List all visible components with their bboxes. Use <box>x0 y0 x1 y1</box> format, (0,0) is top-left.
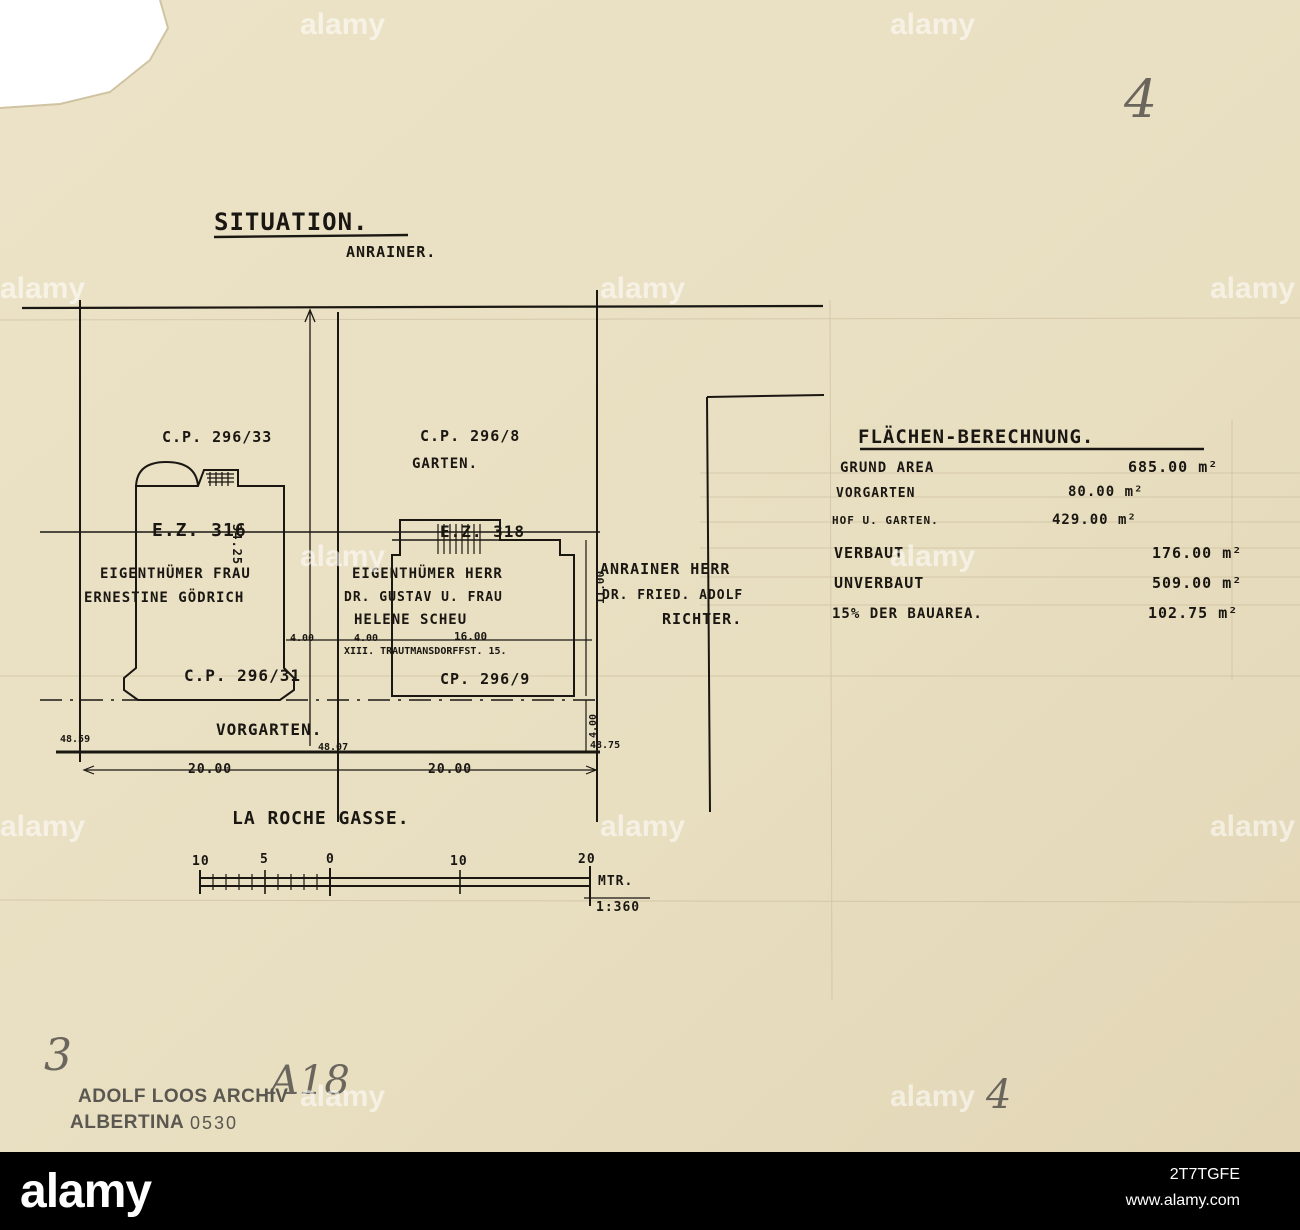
area-row-label-5: 15% DER BAUAREA. <box>832 606 983 622</box>
watermark: alamy <box>300 1080 386 1113</box>
watermark: alamy <box>1210 272 1296 305</box>
neighbor-line1: ANRAINER HERR <box>600 560 731 578</box>
pencil-mark: 3 <box>44 1030 72 1081</box>
watermark: alamy <box>0 272 86 305</box>
dim-frontage-mid: 20.00 <box>428 762 473 777</box>
parcel-left-owner-line2: ERNESTINE GÖDRICH <box>84 590 245 606</box>
neighbor-line2: DR. FRIED. ADOLF <box>602 588 744 603</box>
site-plan-drawing <box>0 0 1300 1152</box>
dim-side-left: 4.00 <box>290 633 315 644</box>
plan-title: SITUATION. <box>214 208 369 236</box>
watermark: alamy <box>600 272 686 305</box>
area-row-value-0: 685.00 m² <box>1128 458 1219 476</box>
page-number-bottom: 4 <box>986 1072 1012 1118</box>
footer-logo: alamy <box>20 1165 152 1218</box>
guide-lines <box>0 299 1300 1001</box>
watermark: alamy <box>0 810 86 843</box>
pencil-reference: A18 <box>270 1058 350 1104</box>
plan-subtitle: ANRAINER. <box>346 243 437 261</box>
watermark: alamy <box>890 1080 976 1113</box>
parcel-mid-garden: GARTEN. <box>412 456 479 472</box>
parcel-left-ez: E.Z. 316 <box>152 520 247 541</box>
footer-url[interactable]: www.alamy.com <box>1125 1192 1240 1209</box>
scale-label-1: 5 <box>260 852 269 867</box>
dim-side-mid: 4.00 <box>354 633 379 644</box>
dim-front-setback: 4.00 <box>588 713 599 738</box>
watermark: alamy <box>1210 810 1296 843</box>
scale-ratio: 1:360 <box>596 900 641 915</box>
area-row-label-1: VORGARTEN <box>836 486 916 501</box>
dim-depth: 34.25 <box>230 524 244 566</box>
archive-stamp-line1: ADOLF LOOS ARCHIV <box>78 1086 289 1107</box>
dim-house-depth: 11.00 <box>594 570 607 604</box>
archive-stamp-line2: ALBERTINA <box>70 1112 185 1133</box>
dim-house-width: 16.00 <box>454 630 488 643</box>
parcel-left-owner-line1: EIGENTHÜMER FRAU <box>100 566 251 582</box>
area-row-label-2: HOF U. GARTEN. <box>832 514 939 527</box>
level-right: 48.75 <box>590 740 621 751</box>
drawing-sheet: 4 4 3 A18 ADOLF LOOS ARCHIV ALBERTINA 05… <box>0 0 1300 1152</box>
level-left: 48.59 <box>60 734 91 745</box>
street-name: LA ROCHE GASSE. <box>232 808 410 829</box>
scale-bar <box>199 866 650 906</box>
area-row-value-2: 429.00 m² <box>1052 512 1137 528</box>
area-row-value-5: 102.75 m² <box>1148 604 1239 622</box>
area-row-label-3: VERBAUT <box>834 544 905 562</box>
front-garden-label: VORGARTEN. <box>216 720 323 739</box>
parcel-mid-owner-line2: DR. GUSTAV U. FRAU <box>344 590 503 605</box>
footer-bar: alamy 2T7TGFE www.alamy.com <box>0 1152 1300 1230</box>
parcel-mid-owner-line3: HELENE SCHEU <box>354 612 468 628</box>
scale-label-4: 20 <box>578 852 596 867</box>
area-row-value-4: 509.00 m² <box>1152 574 1243 592</box>
neighbor-line3: RICHTER. <box>662 610 743 628</box>
area-row-label-4: UNVERBAUT <box>834 574 925 592</box>
scale-label-3: 10 <box>450 854 468 869</box>
watermark: alamy <box>300 8 386 41</box>
plan-lines <box>21 233 1204 906</box>
parcel-mid-top-code: C.P. 296/8 <box>420 427 521 445</box>
scale-label-0: 10 <box>192 854 210 869</box>
paper <box>0 0 1300 1152</box>
area-row-value-1: 80.00 m² <box>1068 484 1144 500</box>
watermark: alamy <box>890 8 976 41</box>
area-row-label-0: GRUND AREA <box>840 460 935 476</box>
parcel-mid-ez: E.Z. 318 <box>440 522 526 541</box>
scale-unit: MTR. <box>598 874 634 889</box>
parcel-mid-owner-line1: EIGENTHÜMER HERR <box>352 566 503 582</box>
page-number: 4 <box>1124 70 1158 130</box>
area-calc-title: FLÄCHEN-BERECHNUNG. <box>858 426 1095 448</box>
parcel-left-bottom-code: C.P. 296/31 <box>184 666 301 685</box>
parcel-mid-bottom-code: CP. 296/9 <box>440 670 531 688</box>
watermark: alamy <box>600 810 686 843</box>
dim-frontage-left: 20.00 <box>188 762 233 777</box>
parcel-left-top-code: C.P. 296/33 <box>162 428 273 446</box>
torn-corner-shadow <box>0 0 170 109</box>
watermark: alamy <box>890 540 976 573</box>
footer-image-id: 2T7TGFE <box>1169 1166 1240 1183</box>
parcel-mid-address: XIII. TRAUTMANSDORFFST. 15. <box>344 646 507 657</box>
scale-label-2: 0 <box>326 852 335 867</box>
watermark: alamy <box>300 540 386 573</box>
level-mid: 48.07 <box>318 742 349 753</box>
area-row-value-3: 176.00 m² <box>1152 544 1243 562</box>
archive-number: 0530 <box>190 1113 239 1133</box>
